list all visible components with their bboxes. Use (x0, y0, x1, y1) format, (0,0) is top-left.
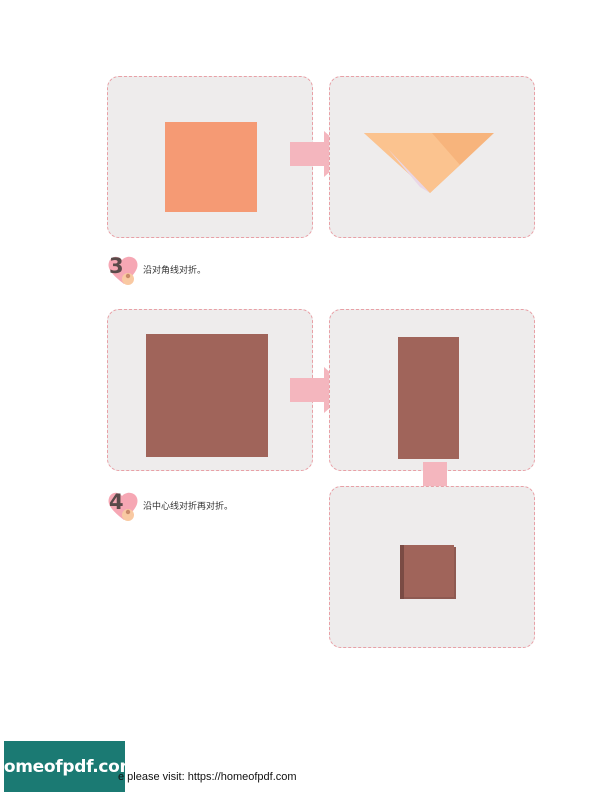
step-number: 3 (109, 254, 124, 278)
brown-square-paper (146, 334, 268, 457)
step-instruction: 沿对角线对折。 (143, 266, 207, 276)
step4-before-photo (107, 309, 313, 471)
footer-visit-text: e please visit: https://homeofpdf.com (118, 771, 297, 783)
step-instruction: 沿中心线对折再对折。 (143, 502, 234, 512)
step-number: 4 (109, 490, 124, 514)
orange-square-paper (165, 122, 257, 212)
step3-before-photo (107, 76, 313, 238)
folded-triangle-paper (364, 133, 494, 193)
heart-badge-icon (108, 256, 138, 285)
step-3-label: 3 沿对角线对折。 (107, 254, 287, 285)
brown-folded-rectangle (398, 337, 459, 459)
step-4-label: 4 沿中心线对折再对折。 (107, 490, 307, 521)
brown-folded-square (400, 545, 456, 599)
step3-after-photo (329, 76, 535, 238)
homeofpdf-logo[interactable]: homeofpdf.com (0, 741, 137, 792)
heart-badge-icon (108, 492, 138, 521)
step4-middle-photo (329, 309, 535, 471)
step4-after-photo (329, 486, 535, 648)
